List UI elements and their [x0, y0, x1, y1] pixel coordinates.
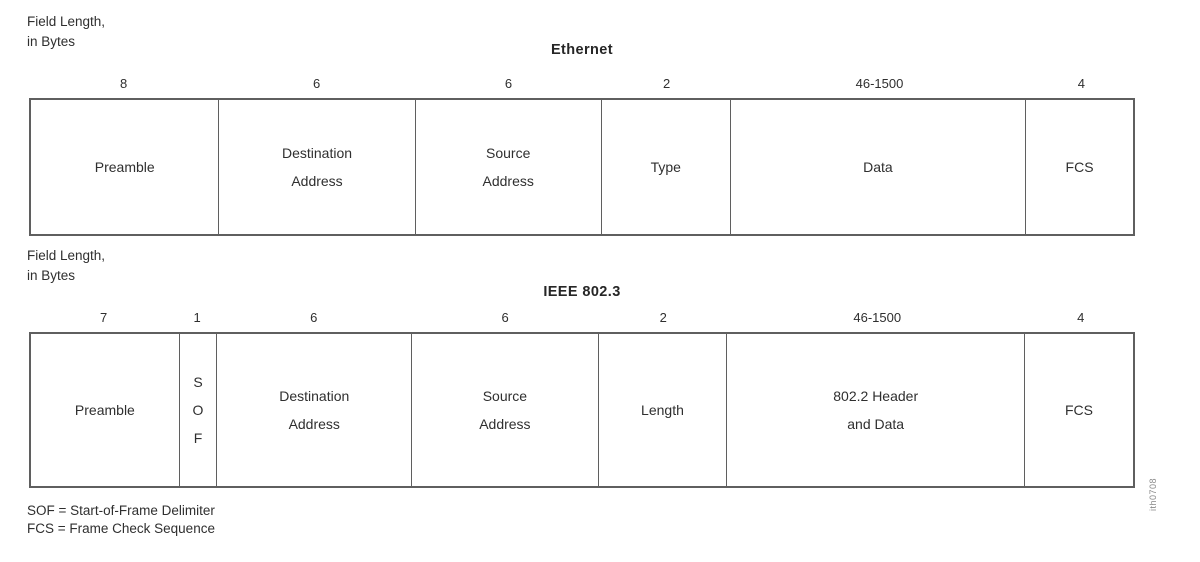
field-label: Type	[650, 159, 681, 175]
ethernet-field-data: Data	[731, 100, 1027, 234]
byte-count: 46-1500	[855, 76, 904, 91]
byte-count: 8	[119, 76, 128, 91]
byte-length-row-ieee8023: 7 1 6 6 2 46-1500 4	[29, 310, 1135, 325]
legend-sof-definition: SOF = Start-of-Frame Delimiter	[27, 503, 215, 518]
ethernet-field-source-address: Source Address	[416, 100, 602, 234]
ieee8023-field-sof: S O F	[180, 334, 218, 486]
field-label: Length	[641, 402, 684, 418]
field-label: Destination Address	[281, 145, 353, 189]
legend: SOF = Start-of-Frame Delimiter FCS = Fra…	[27, 502, 215, 538]
ieee8023-field-fcs: FCS	[1025, 334, 1133, 486]
byte-count: 46-1500	[853, 310, 902, 325]
ieee8023-field-8022-header-and-data: 802.2 Header and Data	[727, 334, 1025, 486]
field-label: FCS	[1065, 159, 1094, 175]
byte-count: 6	[501, 310, 509, 325]
byte-count: 6	[504, 76, 513, 91]
ieee8023-field-length: Length	[599, 334, 728, 486]
legend-fcs-definition: FCS = Frame Check Sequence	[27, 521, 215, 537]
field-length-label-ieee8023: Field Length, in Bytes	[27, 248, 106, 283]
ethernet-field-preamble: Preamble	[31, 100, 220, 234]
ethernet-field-fcs: FCS	[1026, 100, 1133, 234]
field-label: Destination Address	[279, 388, 350, 432]
ieee8023-field-preamble: Preamble	[31, 334, 180, 486]
field-label: Source Address	[479, 388, 531, 432]
field-label: Preamble	[94, 159, 155, 175]
ieee8023-field-destination-address: Destination Address	[217, 334, 413, 486]
ethernet-field-type: Type	[602, 100, 731, 234]
field-length-label-ethernet: Field Length, in Bytes	[27, 14, 106, 49]
frame-title-ethernet: Ethernet	[550, 42, 613, 58]
byte-length-row-ethernet: 8 6 6 2 46-1500 4	[29, 76, 1135, 91]
field-label: Source Address	[482, 145, 534, 189]
ieee8023-field-source-address: Source Address	[412, 334, 599, 486]
ethernet-field-destination-address: Destination Address	[219, 100, 416, 234]
field-label: 802.2 Header and Data	[833, 388, 919, 432]
frame-title-ieee8023: IEEE 802.3	[543, 284, 621, 300]
byte-count: 4	[1077, 310, 1085, 325]
field-label: Data	[863, 159, 893, 175]
byte-count: 6	[310, 310, 318, 325]
ethernet-frame-box: Preamble Destination Address Source Addr…	[29, 98, 1135, 236]
byte-count: 6	[312, 76, 321, 91]
byte-count: 4	[1077, 76, 1085, 91]
byte-count: 2	[659, 310, 667, 325]
byte-count: 1	[193, 310, 201, 325]
field-label: Preamble	[74, 402, 135, 418]
ieee8023-frame-box: Preamble S O F Destination Address Sourc…	[29, 332, 1135, 488]
byte-count: 7	[100, 310, 108, 325]
figure-id: ith0708	[1148, 478, 1158, 512]
field-label: S O F	[192, 374, 204, 446]
byte-count: 2	[662, 76, 671, 91]
field-label: FCS	[1064, 402, 1093, 418]
